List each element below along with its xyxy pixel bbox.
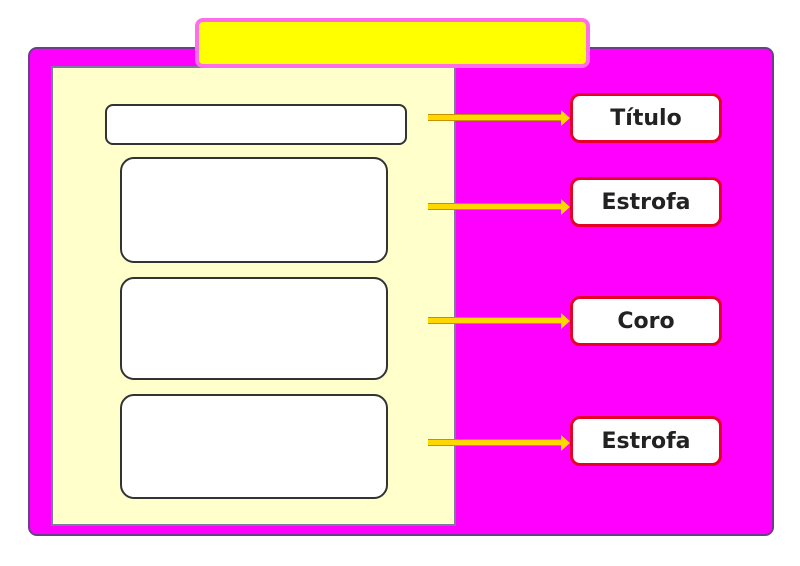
label-titulo: Título <box>570 93 722 143</box>
label-coro: Coro <box>570 296 722 346</box>
arrow-icon-stanza-1 <box>428 199 570 215</box>
chorus-slot[interactable] <box>120 277 388 380</box>
arrow-icon-title <box>428 110 570 126</box>
stanza-slot-2[interactable] <box>120 394 388 499</box>
label-estrofa-1: Estrofa <box>570 177 722 227</box>
label-estrofa-2: Estrofa <box>570 416 722 466</box>
arrow-icon-chorus <box>428 313 570 329</box>
stanza-slot-1[interactable] <box>120 157 388 263</box>
arrow-icon-stanza-2 <box>428 435 570 451</box>
title-banner <box>195 18 590 68</box>
title-slot[interactable] <box>105 104 407 145</box>
